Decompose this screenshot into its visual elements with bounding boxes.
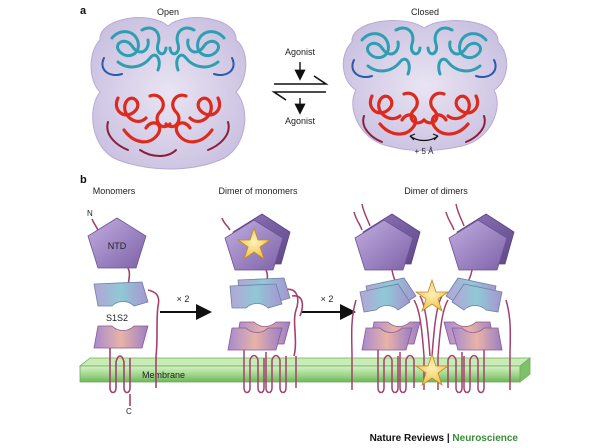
dimer-of-monomers-label: Dimer of monomers (218, 186, 298, 196)
equilibrium-arrows: Agonist Agonist (271, 47, 329, 126)
monomer: N NTD S1S2 C (87, 209, 160, 416)
credit-separator: | (444, 433, 452, 444)
star-agonist-2 (414, 278, 450, 313)
panel-a-letter: a (80, 5, 87, 17)
monomers-label: Monomers (93, 186, 136, 196)
s1s2-label: S1S2 (106, 313, 128, 323)
closed-cyan-domain (351, 26, 497, 78)
agonist-bottom-label: Agonist (285, 116, 316, 126)
closed-structure: + 5 Å (342, 19, 508, 156)
star-agonist-1 (236, 226, 272, 261)
dimer-of-dimers (350, 203, 515, 394)
journal-credit: Nature Reviews | Neuroscience (370, 433, 519, 444)
credit-journal: Nature Reviews (370, 433, 445, 444)
agonist-top-label: Agonist (285, 47, 316, 57)
panel-b-letter: b (80, 174, 87, 186)
s1-lobe (93, 281, 149, 307)
closed-label: Closed (411, 7, 439, 17)
closed-red-domain (362, 91, 486, 143)
s2-lobe (93, 325, 149, 349)
open-cyan-domain (101, 26, 235, 76)
open-structure (90, 17, 247, 170)
times2-arrow-2: × 2 (302, 294, 356, 320)
membrane-label: Membrane (142, 370, 185, 380)
dimer-of-dimers-label: Dimer of dimers (404, 186, 468, 196)
ntd-pentagon (87, 217, 147, 269)
times2-first-label: × 2 (177, 294, 190, 304)
shift-label: + 5 Å (415, 147, 435, 156)
open-red-domain (106, 93, 230, 157)
n-terminus-label: N (87, 209, 93, 218)
times2-arrow-1: × 2 (160, 294, 212, 320)
ntd-label: NTD (108, 241, 127, 251)
star-agonist-3 (414, 352, 450, 387)
open-label: Open (157, 7, 179, 17)
dimer-of-monomers (221, 213, 304, 394)
times2-second-label: × 2 (321, 294, 334, 304)
credit-field: Neuroscience (452, 433, 518, 444)
membrane: Membrane (78, 357, 532, 383)
c-terminus-label: C (126, 407, 132, 416)
